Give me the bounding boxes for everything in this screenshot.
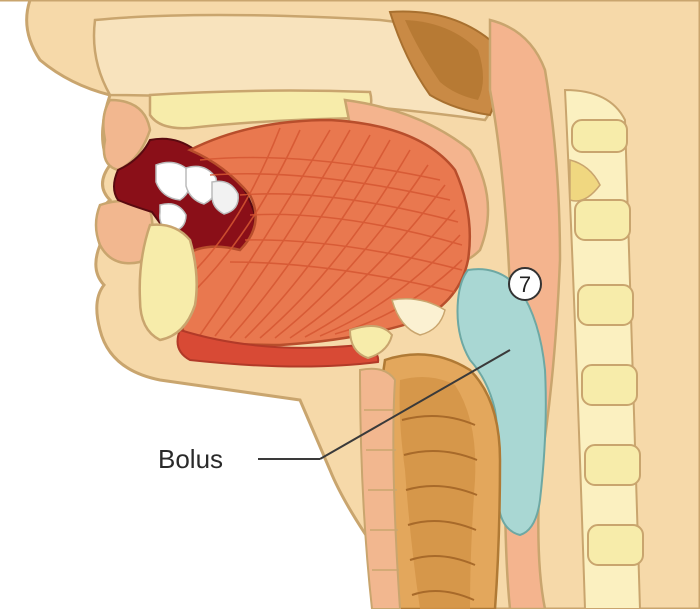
- step-number: 7: [519, 272, 531, 297]
- neck-cartilage: [360, 369, 400, 609]
- bolus-label: Bolus: [158, 444, 223, 474]
- step-marker: 7: [509, 268, 541, 300]
